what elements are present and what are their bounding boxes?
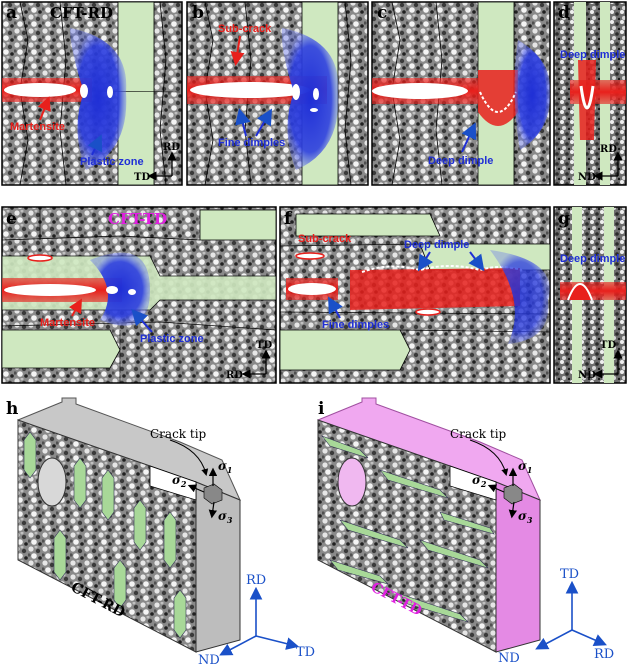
- axis-label-nd: ND: [198, 653, 220, 668]
- sigma1-label: σ1: [518, 459, 532, 475]
- sigma2-label: σ2: [472, 473, 487, 489]
- axis-indicator: TD ND: [578, 340, 623, 381]
- panel-letter: d: [558, 3, 570, 23]
- martensite-label: Martensite: [40, 317, 95, 329]
- sigma3-label: σ3: [518, 509, 533, 525]
- axis-label-td: TD: [256, 340, 272, 351]
- plastic-zone-label: Plastic zone: [140, 333, 204, 345]
- axis-indicator: RD TD: [134, 142, 180, 183]
- panel-letter: e: [6, 209, 17, 229]
- axis-indicator: RD ND: [578, 144, 623, 183]
- panel-letter: b: [192, 3, 204, 23]
- panel-letter: c: [377, 3, 387, 23]
- axis-label-rd: RD: [594, 647, 614, 662]
- axis-indicator: TD RD: [226, 340, 272, 381]
- panel-b: [186, 1, 369, 186]
- panel-d: [553, 1, 627, 186]
- axis-label-rd: RD: [600, 144, 617, 155]
- axis-label-rd: RD: [163, 142, 180, 153]
- axis-label-td: TD: [600, 340, 616, 351]
- sub-crack-label: Sub-crack: [218, 23, 272, 35]
- sigma1-label: σ1: [218, 459, 232, 475]
- axis-label-rd: RD: [226, 370, 243, 381]
- panel-letter: f: [284, 209, 293, 229]
- crack-tip-label: Crack tip: [450, 427, 507, 441]
- sub-crack-label: Sub-crack: [298, 233, 352, 245]
- panel-a: [1, 1, 183, 186]
- crack-tip-label: Crack tip: [150, 427, 207, 441]
- plastic-zone-label: Plastic zone: [80, 156, 144, 168]
- panel-h-block: [16, 397, 241, 653]
- panel-letter: i: [318, 399, 325, 419]
- martensite-label: Martensite: [10, 121, 65, 133]
- panel-i-block: [316, 397, 541, 653]
- sigma3-label: σ3: [218, 509, 233, 525]
- panel-g: [553, 206, 627, 384]
- panel-letter: g: [558, 209, 570, 229]
- panel-e: [1, 206, 277, 384]
- sigma2-label: σ2: [172, 473, 187, 489]
- axis-label-td: TD: [560, 567, 579, 582]
- fine-dimples-label: Fine dimples: [322, 319, 389, 331]
- deep-dimple-label: Deep dimple: [404, 239, 469, 251]
- axis-label-rd: RD: [246, 573, 266, 588]
- panel-letter: a: [6, 3, 17, 23]
- deep-dimple-label: Deep dimple: [560, 49, 625, 61]
- panel-c: [371, 1, 551, 186]
- deep-dimple-label: Deep dimple: [560, 253, 625, 265]
- axis-triad: TD ND RD: [498, 567, 614, 666]
- fine-dimples-label: Fine dimples: [218, 137, 285, 149]
- axis-label-td: TD: [134, 172, 150, 183]
- panel-title: CFT-TD: [108, 210, 167, 228]
- axis-label-nd: ND: [578, 370, 596, 381]
- axis-label-td: TD: [296, 645, 315, 660]
- axis-label-nd: ND: [578, 172, 596, 183]
- panel-letter: h: [6, 399, 18, 419]
- axis-label-nd: ND: [498, 651, 520, 666]
- axis-triad: RD ND TD: [198, 573, 315, 668]
- panel-f: [279, 206, 551, 384]
- deep-dimple-label: Deep dimple: [428, 155, 493, 167]
- panel-title: CFT-RD: [50, 4, 113, 22]
